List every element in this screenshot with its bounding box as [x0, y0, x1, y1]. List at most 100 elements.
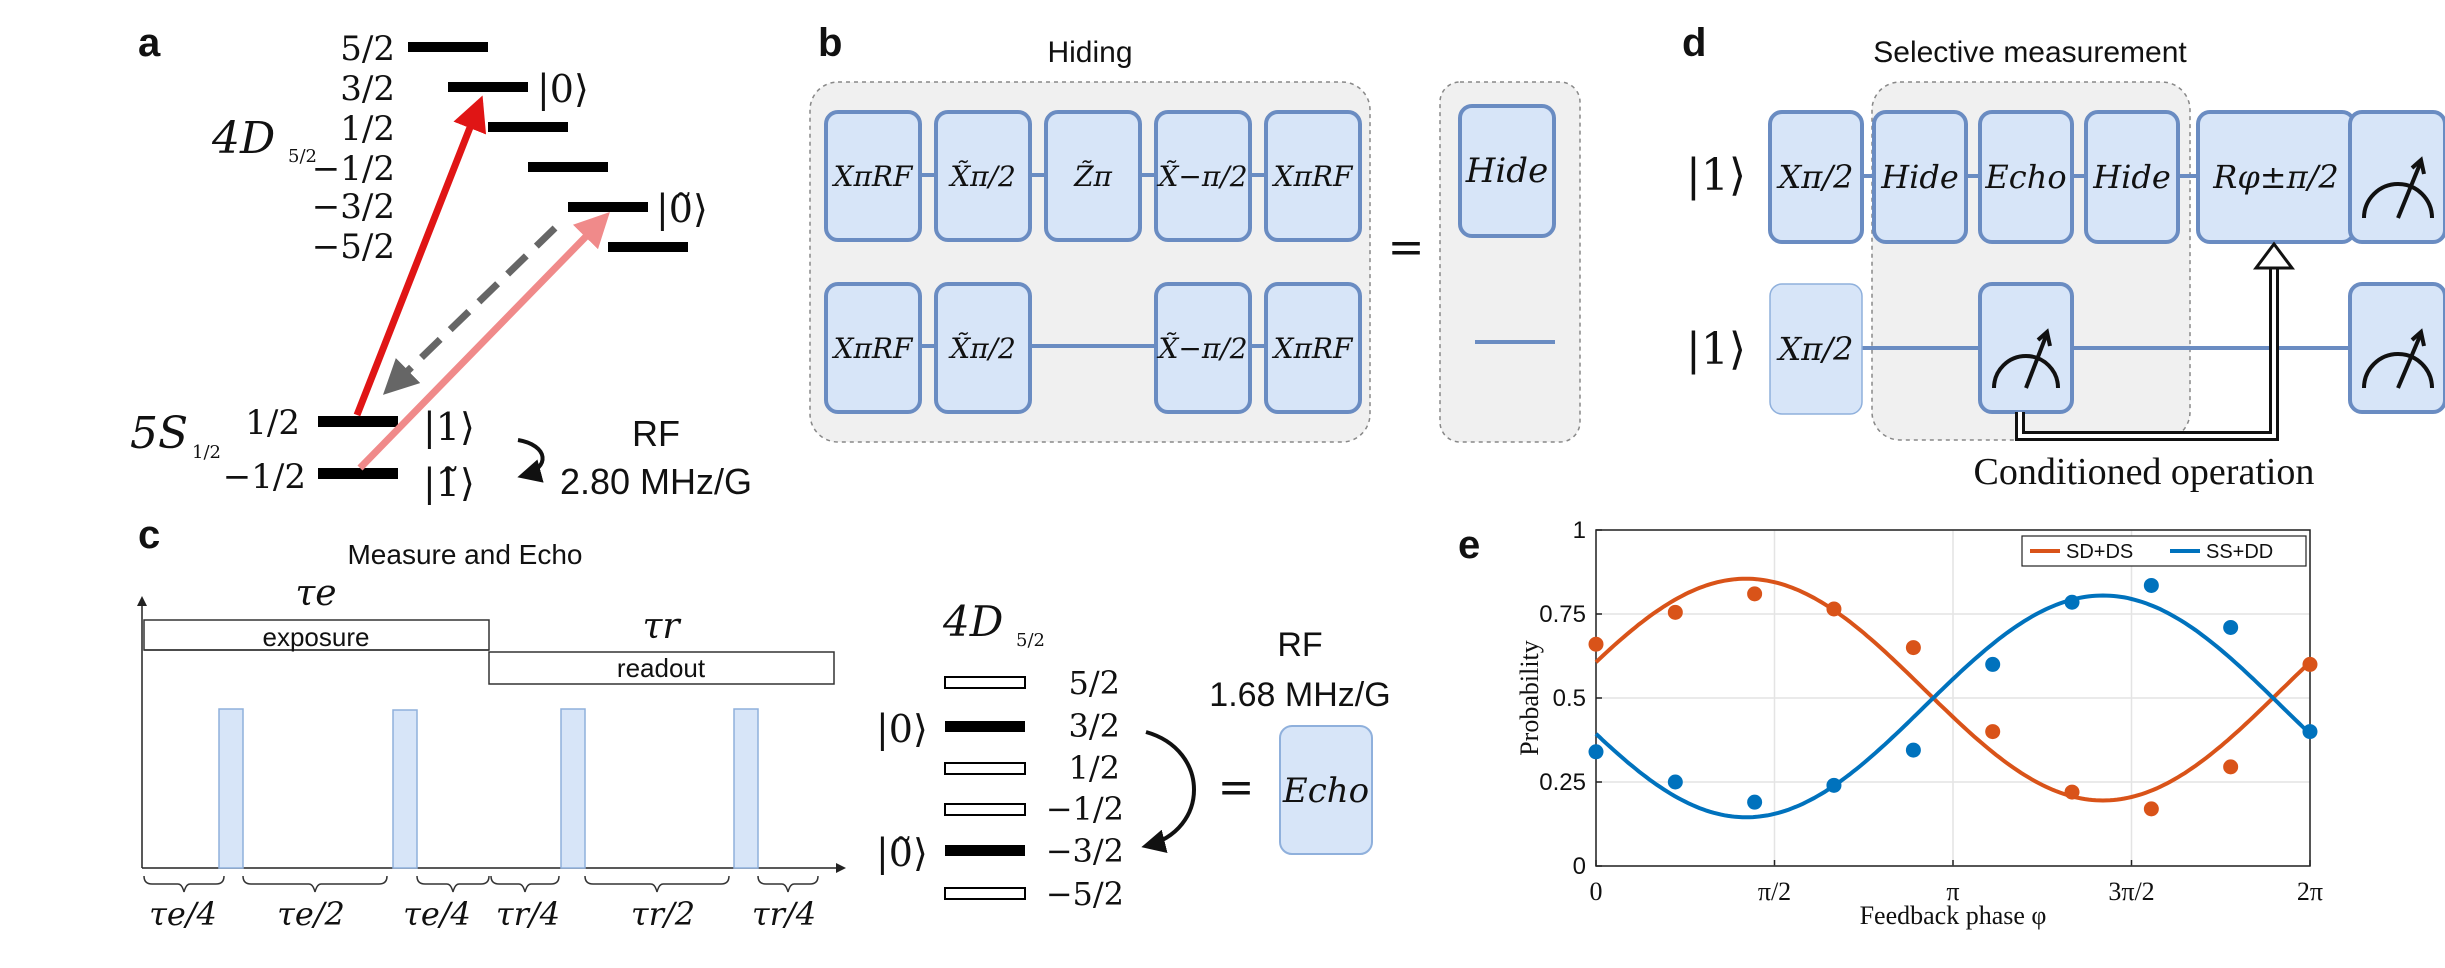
level-5/2 — [944, 676, 1026, 689]
tau-e-label: τe — [295, 573, 336, 614]
x-tick-label: 2π — [2297, 877, 2323, 906]
gate-x-pi-rf — [1264, 110, 1362, 242]
echo-curved-arrow-reverse — [1146, 732, 1194, 846]
gate-label: Echo — [1984, 158, 2066, 196]
y-axis-label: Probability — [1515, 640, 1544, 756]
classical-wire-inner — [2018, 266, 2276, 438]
data-point-SD+DS — [1747, 586, 1763, 602]
level-label: −3/2 — [312, 187, 395, 227]
transition-gray-dashed-arrow-tip — [388, 228, 555, 390]
level-label: −3/2 — [1046, 832, 1124, 870]
ket-zero: |0⟩ — [876, 707, 928, 751]
level-1/2 — [488, 122, 568, 132]
level-s-m1/2 — [318, 468, 398, 479]
echo-level-labels: 5/2 3/2 1/2 −1/2 −3/2 −5/2 — [1046, 664, 1124, 913]
panel-b-title: Hiding — [1047, 36, 1132, 69]
gate-label: XπRF — [832, 332, 914, 365]
panel-d-title: Selective measurement — [1873, 36, 2187, 69]
gate-label: XπRF — [1272, 332, 1354, 365]
data-point-SS+DD — [1667, 774, 1683, 790]
manifold-5s-sub: 1/2 — [192, 442, 221, 463]
gate-measure — [2348, 110, 2445, 244]
data-point-SS+DD — [2302, 724, 2318, 740]
manifold-4d: 4D — [211, 113, 275, 164]
gate-label: Xπ/2 — [1776, 330, 1854, 368]
ket-zero-tilde: |0̃⟩ — [656, 187, 708, 231]
interval-label: τr/2 — [631, 895, 695, 933]
data-point-SS+DD — [1588, 744, 1604, 760]
level-3/2 — [448, 82, 528, 92]
upper-level-labels: 5/2 3/2 1/2 −1/2 −3/2 −5/2 — [312, 29, 395, 267]
gate-measure — [2348, 282, 2445, 414]
rf-label: RF — [1277, 626, 1322, 664]
gate-x-tilde-minus-pi-2 — [1154, 110, 1252, 242]
ket-zero: |0⟩ — [537, 67, 589, 111]
echo-pulse — [218, 708, 244, 869]
data-point-SS+DD — [2064, 594, 2080, 610]
manifold-5s: 5S — [130, 408, 188, 459]
gate-x-tilde-pi-2 — [934, 282, 1032, 414]
y-axis-arrowhead — [137, 596, 147, 606]
lower-level-label: 1/2 — [245, 403, 300, 443]
gate-echo — [1279, 725, 1373, 855]
gate-label: Hide — [2092, 158, 2171, 196]
lower-level-label: −1/2 — [223, 457, 306, 497]
data-point-SS+DD — [1826, 777, 1842, 793]
x-tick-label: π/2 — [1758, 877, 1791, 906]
gate-echo — [1978, 110, 2074, 244]
x-tick-label: π — [1946, 877, 1959, 906]
level-m3/2 — [945, 845, 1025, 856]
meter-icon — [1992, 328, 2060, 389]
level-label: 3/2 — [340, 69, 395, 109]
manifold-4d-sub: 5/2 — [288, 146, 317, 167]
level-5/2 — [408, 42, 488, 52]
ket-one-tilde: |1̃⟩ — [423, 461, 475, 505]
y-tick-label: 0.25 — [1539, 769, 1586, 796]
gate-x-pi-rf — [824, 282, 922, 414]
level-label: −1/2 — [312, 149, 395, 189]
x-axis-arrowhead — [836, 863, 846, 873]
gate-x-pi-rf — [1264, 282, 1362, 414]
level-s-1/2 — [318, 416, 398, 427]
interval-label: τe/2 — [277, 895, 345, 933]
x-tick-label: 0 — [1590, 877, 1603, 906]
panel-e-letter: e — [1458, 523, 1480, 567]
panel-a-letter: a — [138, 21, 161, 65]
gate-label: XπRF — [832, 160, 914, 193]
transition-pink-arrow — [357, 211, 610, 471]
level-label: 5/2 — [1069, 664, 1121, 702]
readout-label: readout — [617, 653, 706, 683]
gate-label: X̃π/2 — [948, 160, 1016, 193]
row2-ket: |1⟩ — [1686, 324, 1746, 375]
gate-label: Hide — [1880, 158, 1959, 196]
equals-sign: = — [1388, 222, 1425, 273]
gate-x-tilde-minus-pi-2 — [1154, 282, 1252, 414]
rf-value: 2.80 MHz/G — [560, 461, 752, 502]
level-m5/2 — [608, 242, 688, 252]
equals-sign: = — [1218, 762, 1255, 813]
interval-label: τr/4 — [752, 895, 816, 933]
data-point-SD+DS — [1985, 724, 2001, 740]
level-m5/2 — [944, 887, 1026, 900]
gate-hide — [1872, 110, 1968, 244]
legend-label: SS+DD — [2206, 541, 2273, 563]
interval-label: τe/4 — [403, 895, 471, 933]
level-label: −5/2 — [312, 227, 395, 267]
interval-label: τe/4 — [149, 895, 217, 933]
ket-zero-tilde: |0̃⟩ — [876, 831, 928, 875]
manifold-4d: 4D — [942, 597, 1003, 646]
fit-line-SS+DD — [1594, 593, 2312, 820]
level-m1/2 — [528, 162, 608, 172]
gate-x-pi-2-faded — [1769, 283, 1863, 415]
data-point-SS+DD — [2143, 577, 2159, 593]
data-point-SD+DS — [2302, 656, 2318, 672]
y-tick-label: 0.75 — [1539, 601, 1586, 628]
y-tick-label: 0.5 — [1553, 685, 1586, 712]
data-point-SD+DS — [1588, 636, 1604, 652]
panel-b-letter: b — [818, 21, 842, 65]
feedback-arrowhead — [2253, 241, 2295, 270]
gate-z-tilde-pi — [1044, 110, 1142, 242]
